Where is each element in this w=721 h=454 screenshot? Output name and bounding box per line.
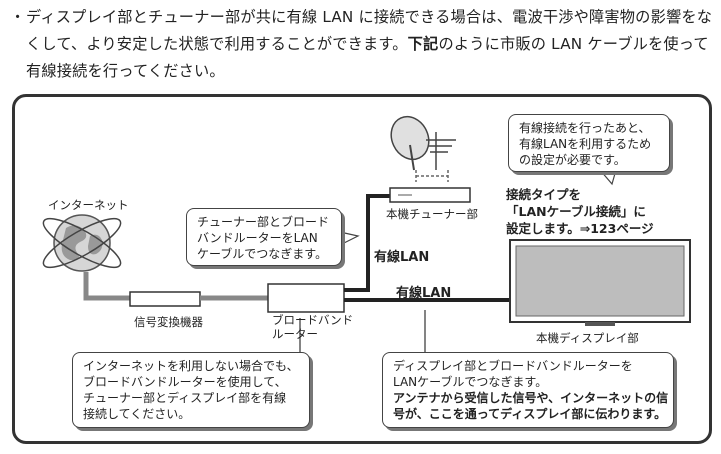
callout-line: 接続してください。 xyxy=(83,407,191,421)
intro-text-end: のように市販の LAN ケーブルを使って有線接続を行ってください。 xyxy=(26,35,709,80)
callout-after-connection: 有線接続を行ったあと、 有線LANを利用するため の設定が必要です。 xyxy=(508,114,670,172)
lan-label-tuner: 有線LAN xyxy=(374,250,430,265)
callout-line: ケーブルでつなぎます。 xyxy=(197,247,328,261)
callout-line: の設定が必要です。 xyxy=(519,153,626,167)
callout-line: 有線接続を行ったあと、 xyxy=(519,121,651,135)
intro-text: ディスプレイ部とチューナー部が共に有線 LAN に接続できる場合は、電波干渉や障… xyxy=(26,8,713,53)
router-label-line: ブロードバンド xyxy=(272,313,354,327)
callout-line: バンドルーターをLAN xyxy=(197,231,318,245)
callout-line-bold: 号が、ここを通ってディスプレイ部に伝わります。 xyxy=(393,407,667,421)
tuner-label: 本機チューナー部 xyxy=(386,207,478,221)
router-label: ブロードバンド ルーター xyxy=(272,313,353,341)
callout-line: ブロードバンドルーターを使用して、 xyxy=(83,375,287,389)
bullet-mark: ・ xyxy=(10,8,26,26)
callout-line: チューナー部とブロード xyxy=(197,215,330,229)
setting-note-line: 接続タイプを xyxy=(506,187,582,202)
intro-paragraph: ・ ディスプレイ部とチューナー部が共に有線 LAN に接続できる場合は、電波干渉… xyxy=(10,4,715,85)
callout-line-bold: アンテナから受信した信号や、インターネットの信 xyxy=(393,391,669,405)
callout-pointer xyxy=(598,169,617,186)
callout-line: ディスプレイ部とブロードバンドルーターを xyxy=(393,359,633,373)
callout-line: チューナー部とディスプレイ部を有線 xyxy=(83,391,287,405)
router-device xyxy=(267,283,345,313)
internet-label: インターネット xyxy=(48,198,129,212)
callout-line: インターネットを利用しない場合でも、 xyxy=(83,359,299,373)
converter-device xyxy=(129,291,201,307)
lan-cable-tuner xyxy=(344,194,390,292)
converter-label: 信号変換機器 xyxy=(134,315,203,329)
setting-note-line: 「LANケーブル接続」に xyxy=(506,204,646,219)
globe-icon xyxy=(42,214,122,272)
callout-tuner: チューナー部とブロード バンドルーターをLAN ケーブルでつなぎます。 xyxy=(186,208,342,266)
tuner-device xyxy=(389,187,471,203)
callout-display: ディスプレイ部とブロードバンドルーターを LANケーブルでつなぎます。 アンテナ… xyxy=(382,352,674,428)
callout-line: LANケーブルでつなぎます。 xyxy=(393,375,548,389)
antenna-icon xyxy=(390,115,456,182)
callout-internet: インターネットを利用しない場合でも、 ブロードバンドルーターを使用して、 チュー… xyxy=(72,352,310,428)
intro-bold: 下記 xyxy=(407,35,439,53)
display-label: 本機ディスプレイ部 xyxy=(536,331,639,345)
router-label-line: ルーター xyxy=(272,327,318,341)
lan-label-display: 有線LAN xyxy=(396,286,452,301)
setting-note: 接続タイプを 「LANケーブル接続」に 設定します。⇒123ページ xyxy=(506,186,654,237)
setting-note-line: 設定します。⇒123ページ xyxy=(506,221,654,236)
internet-cable xyxy=(83,272,130,301)
callout-line: 有線LANを利用するため xyxy=(519,137,652,151)
diagram-frame xyxy=(12,94,712,444)
display-device xyxy=(509,239,691,326)
callout-pointer xyxy=(339,231,360,245)
